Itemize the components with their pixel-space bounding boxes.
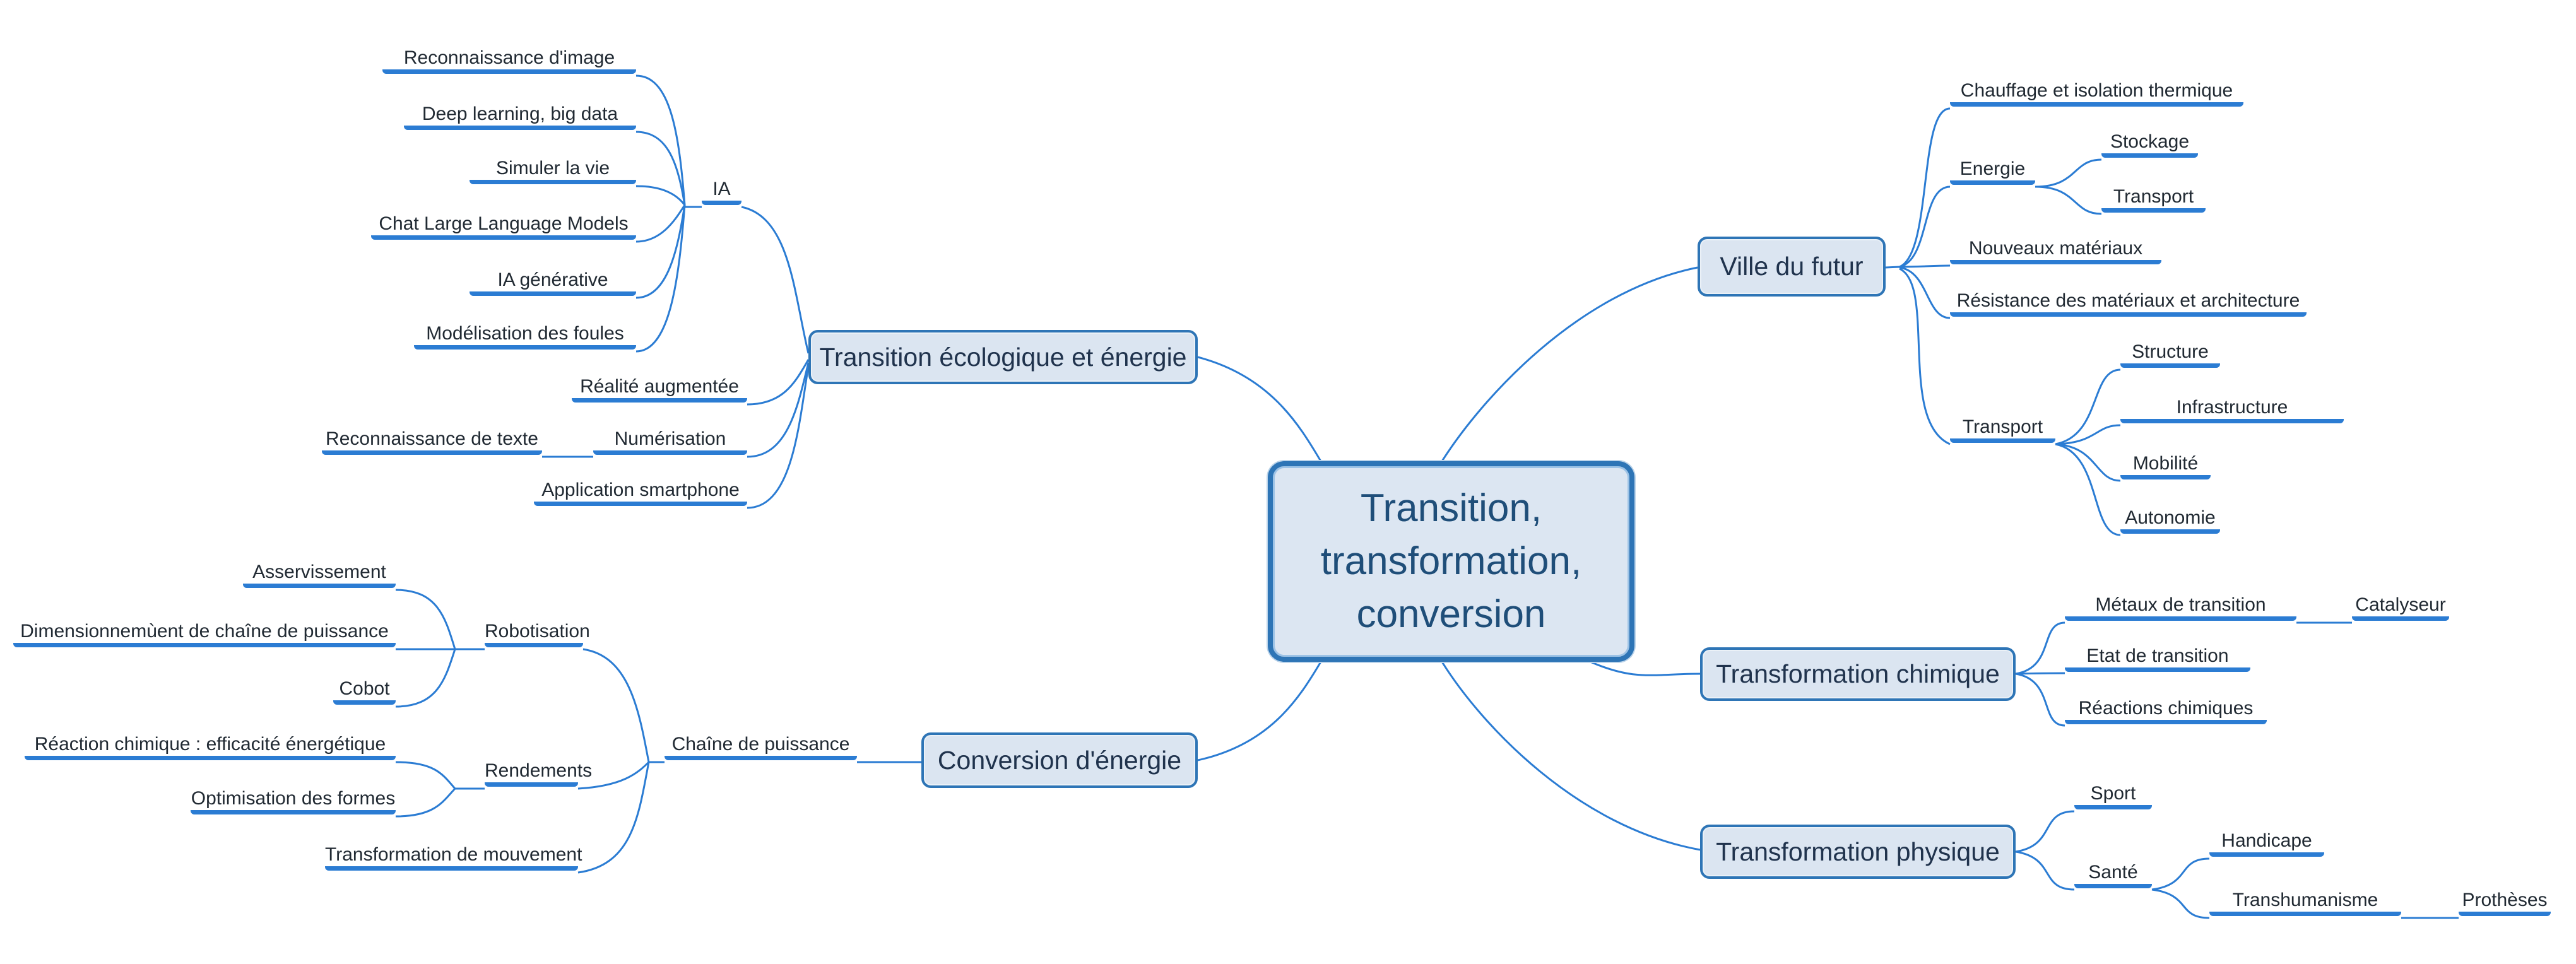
node-application-smartphone[interactable]: Application smartphone — [534, 477, 747, 506]
central-line-2: transformation, — [1320, 539, 1582, 583]
edge-ia-simuler-vie — [635, 185, 686, 206]
node-transition-ecologique[interactable]: Transition écologique et énergie — [808, 330, 1198, 384]
node-dimensionnement[interactable]: Dimensionnemùent de chaîne de puissance — [13, 618, 396, 647]
node-autonomie[interactable]: Autonomie — [2120, 505, 2220, 534]
node-transformation-mouvement[interactable]: Transformation de mouvement — [325, 842, 582, 871]
edge-sante-transhumanisme — [2151, 888, 2210, 919]
node-transhumanisme[interactable]: Transhumanisme — [2209, 887, 2401, 916]
node-sport[interactable]: Sport — [2074, 780, 2152, 809]
edge-vf-energie — [1899, 185, 1951, 268]
edge-central-tp — [1441, 661, 1701, 851]
node-asservissement[interactable]: Asservissement — [243, 559, 396, 588]
node-transport-energie[interactable]: Transport — [2101, 184, 2206, 213]
node-resistance-materiaux[interactable]: Résistance des matériaux et architecture — [1950, 288, 2307, 317]
edge-ia-ia-generative — [635, 204, 686, 299]
edge-tc-reactions — [2015, 673, 2065, 727]
edge-robot-asservissement — [395, 589, 456, 650]
edge-energie-stockage — [2035, 158, 2102, 188]
edge-robot-cobot — [395, 649, 456, 708]
node-ia-generative[interactable]: IA générative — [470, 267, 636, 296]
node-chauffage-isolation[interactable]: Chauffage et isolation thermique — [1950, 78, 2243, 107]
edge-ia-modelisation-foules — [635, 204, 686, 353]
edge-chaine-transf-mouvement — [577, 761, 650, 874]
edge-sante-handicape — [2151, 857, 2210, 891]
edge-energie-transport — [2035, 185, 2102, 215]
node-nouveaux-materiaux[interactable]: Nouveaux matériaux — [1950, 235, 2161, 264]
node-sante[interactable]: Santé — [2074, 859, 2152, 888]
node-chat-llm[interactable]: Chat Large Language Models — [371, 211, 636, 240]
edge-transport-infrastructure — [2055, 424, 2121, 445]
edge-tp-sport — [2015, 810, 2075, 853]
edge-central-vf — [1441, 266, 1698, 462]
node-deep-learning[interactable]: Deep learning, big data — [404, 101, 636, 130]
edge-ia-deep-learning — [635, 131, 686, 206]
edge-tc-etat — [2015, 672, 2065, 675]
node-rendements[interactable]: Rendements — [485, 758, 592, 787]
edge-central-te — [1197, 356, 1322, 462]
edge-te-smartphone — [747, 365, 810, 509]
node-metaux-transition[interactable]: Métaux de transition — [2065, 592, 2296, 621]
node-numerisation[interactable]: Numérisation — [593, 426, 747, 455]
node-catalyseur[interactable]: Catalyseur — [2352, 592, 2449, 621]
edge-te-ia — [741, 206, 810, 354]
node-stockage[interactable]: Stockage — [2101, 129, 2198, 158]
node-chaine-puissance[interactable]: Chaîne de puissance — [665, 731, 857, 760]
node-optimisation-formes[interactable]: Optimisation des formes — [191, 785, 396, 814]
node-reactions-chimiques[interactable]: Réactions chimiques — [2065, 695, 2267, 724]
node-energie[interactable]: Energie — [1950, 156, 2035, 185]
node-realite-augmentee[interactable]: Réalité augmentée — [572, 373, 747, 403]
edge-ia-reconnaissance-image — [635, 74, 686, 206]
central-line-3: conversion — [1356, 592, 1546, 636]
edge-vf-chauffage — [1899, 107, 1951, 268]
edge-transport-autonomie — [2055, 443, 2121, 536]
edge-vf-nouveaux-materiaux — [1899, 264, 1951, 268]
edge-chaine-rendements — [577, 761, 650, 790]
edge-rendements-optimisation — [395, 787, 456, 818]
node-structure[interactable]: Structure — [2120, 339, 2220, 368]
node-reaction-chimique[interactable]: Réaction chimique : efficacité énergétiq… — [25, 731, 396, 760]
node-etat-transition[interactable]: Etat de transition — [2065, 643, 2250, 672]
edge-te-realite — [747, 359, 810, 406]
node-ville-du-futur[interactable]: Ville du futur — [1698, 237, 1886, 297]
edge-tc-metaux — [2015, 621, 2065, 675]
node-robotisation[interactable]: Robotisation — [485, 618, 590, 647]
edge-vf-transport — [1899, 267, 1951, 445]
central-line-1: Transition, — [1360, 486, 1542, 530]
edge-vf-resistance — [1899, 266, 1951, 319]
node-modelisation-foules[interactable]: Modélisation des foules — [414, 320, 636, 350]
node-transformation-chimique[interactable]: Transformation chimique — [1700, 647, 2016, 701]
node-transport[interactable]: Transport — [1950, 414, 2055, 443]
edge-transport-mobilite — [2055, 443, 2121, 482]
edge-central-tc — [1590, 661, 1701, 676]
edge-ia-chat-llm — [635, 204, 686, 243]
node-cobot[interactable]: Cobot — [333, 676, 396, 705]
node-transformation-physique[interactable]: Transformation physique — [1700, 825, 2016, 879]
node-conversion-energie[interactable]: Conversion d'énergie — [921, 732, 1198, 788]
node-simuler-vie[interactable]: Simuler la vie — [470, 155, 636, 184]
node-infrastructure[interactable]: Infrastructure — [2120, 394, 2344, 423]
node-reconnaissance-image[interactable]: Reconnaissance d'image — [382, 45, 636, 74]
edge-chaine-robotisation — [582, 648, 650, 763]
central-node[interactable]: Transition, transformation, conversion — [1268, 461, 1634, 662]
node-reconnaissance-texte[interactable]: Reconnaissance de texte — [322, 426, 542, 455]
node-protheses[interactable]: Prothèses — [2459, 887, 2551, 916]
node-handicape[interactable]: Handicape — [2209, 828, 2324, 857]
edge-rendements-reaction — [395, 761, 456, 789]
edge-transport-structure — [2055, 368, 2121, 445]
edge-tp-sante — [2015, 850, 2075, 891]
edge-te-numerisation — [747, 362, 810, 458]
node-ia[interactable]: IA — [702, 176, 741, 205]
node-mobilite[interactable]: Mobilité — [2120, 450, 2211, 479]
edge-central-ce — [1197, 661, 1322, 761]
